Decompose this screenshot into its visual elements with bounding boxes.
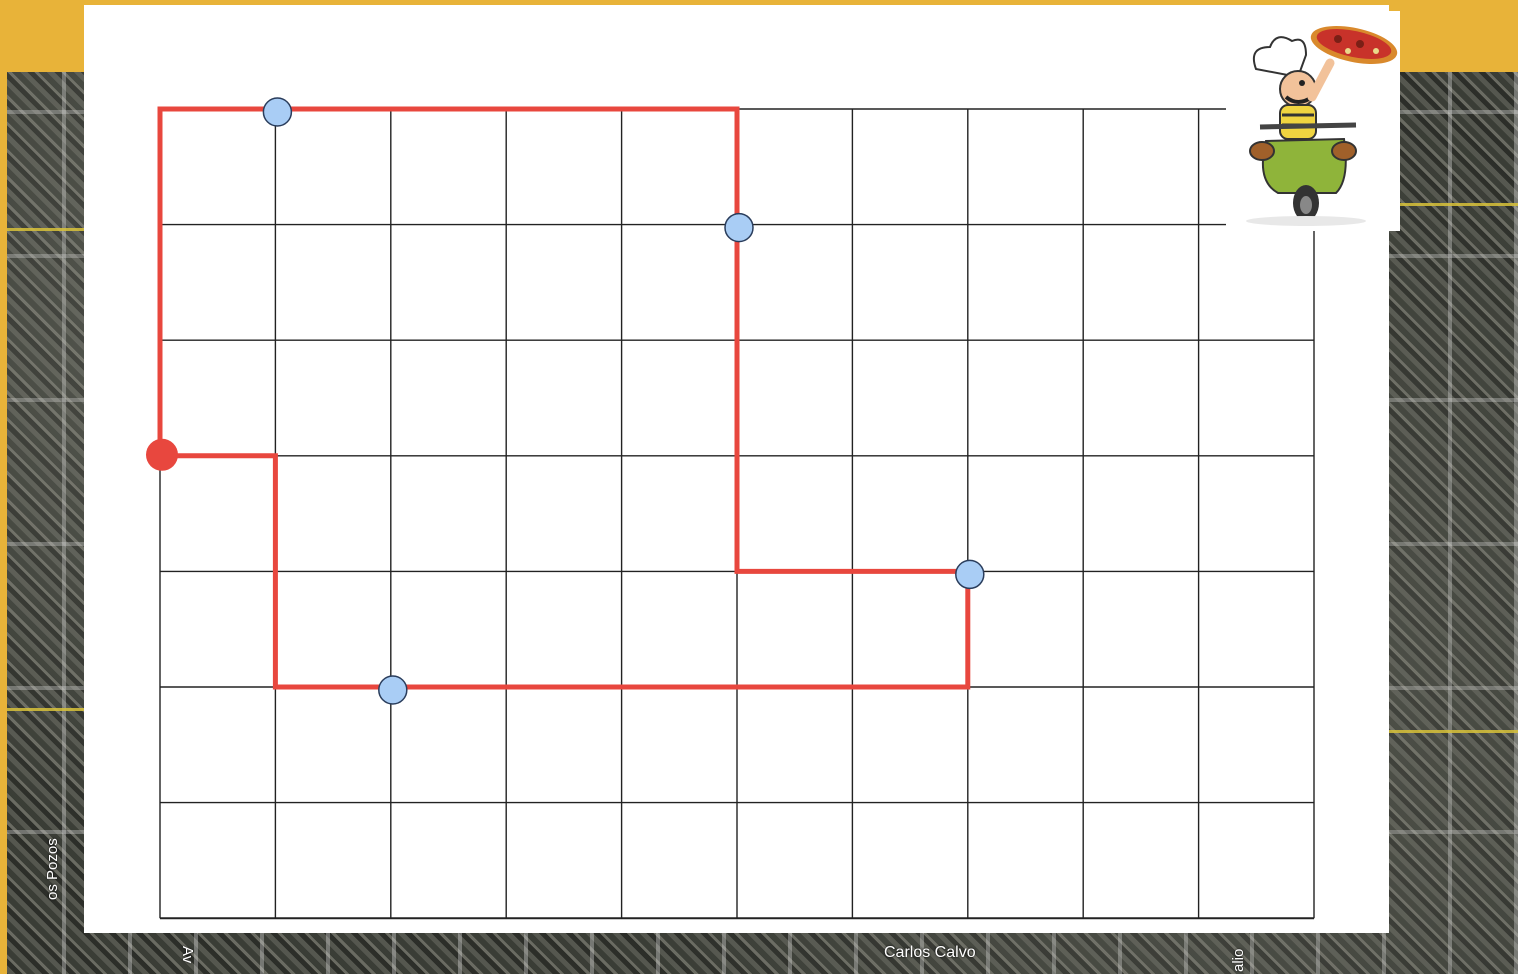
delivery-point-marker[interactable] <box>725 214 753 242</box>
street-label-carlos-calvo: Carlos Calvo <box>884 944 976 962</box>
route-layer <box>160 109 968 687</box>
delivery-point-marker[interactable] <box>263 98 291 126</box>
street-label-pozos: os Pozos <box>44 838 61 900</box>
frame-edge <box>0 72 7 974</box>
pizza-delivery-chef-on-scooter-icon <box>1226 11 1400 231</box>
delivery-route <box>160 109 968 687</box>
grid-svg <box>84 5 1389 933</box>
map-road <box>1389 203 1518 206</box>
map-road <box>0 228 84 231</box>
map-road <box>0 708 84 711</box>
street-label-right: alio <box>1230 949 1247 972</box>
game-board <box>84 5 1389 933</box>
start-marker <box>146 439 178 471</box>
delivery-point-marker[interactable] <box>956 560 984 588</box>
delivery-points-layer <box>146 98 984 704</box>
map-road <box>1389 730 1518 733</box>
street-label-av: Av <box>179 946 196 963</box>
mascot-panel <box>1226 11 1400 231</box>
delivery-point-marker[interactable] <box>379 676 407 704</box>
